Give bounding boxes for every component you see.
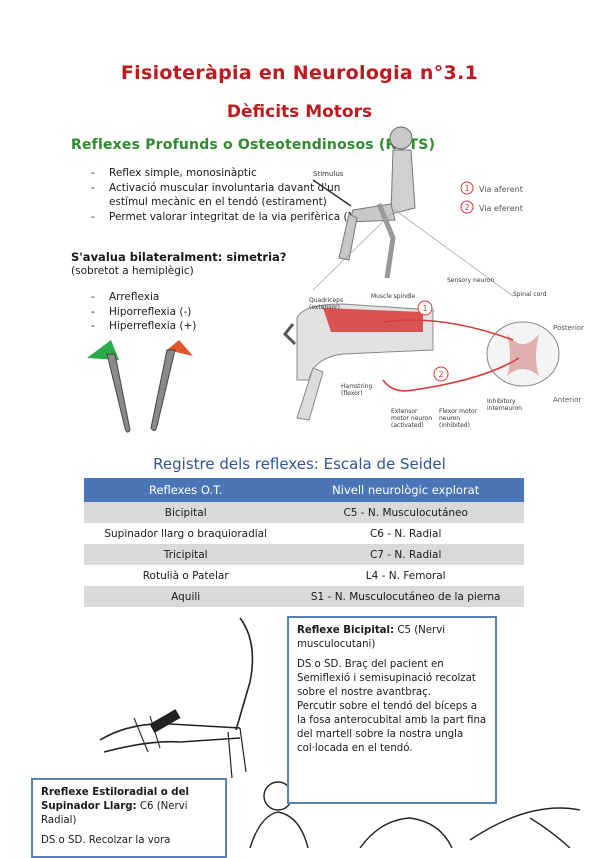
marker-2-text: 2 xyxy=(439,370,444,379)
legend-afferent: Via aferent xyxy=(479,185,523,194)
chair-frame xyxy=(376,203,396,279)
box-title: Reflexe Bicipital: xyxy=(297,625,395,636)
list-item: Hiperreflexia (+) xyxy=(91,319,291,334)
person-shin xyxy=(338,213,358,261)
table-row: Bicipital C5 - N. Musculocutáneo xyxy=(84,502,524,523)
box-paragraph: DS o SD. Braç del pacient en Semiflexió … xyxy=(297,659,476,698)
quadriceps-label: Quadriceps xyxy=(309,297,343,304)
table-header-row: Reflexes O.T. Nivell neurològic explorat xyxy=(84,478,524,502)
table-title: Registre dels reflexes: Escala de Seidel xyxy=(153,455,446,473)
table-cell: Tricipital xyxy=(84,544,288,565)
evaluation-question: S'avalua bilateralment: simetria? xyxy=(71,250,287,264)
legend-circle-2 xyxy=(460,200,474,214)
extensor-motor-label-wrap: Extensor motor neuron (activated) xyxy=(391,408,433,429)
person-torso xyxy=(390,149,416,215)
zoom-line xyxy=(394,209,514,297)
body-sketch xyxy=(227,727,247,779)
table-cell: C6 - N. Radial xyxy=(369,527,442,540)
bicipital-reflex-box: Reflexe Bicipital: C5 (Nervi musculocuta… xyxy=(287,616,497,804)
box-title: Rreflexe Estiloradial o del Supinador Ll… xyxy=(41,787,189,812)
table-row: Rotulià o Patelar L4 - N. Femoral xyxy=(84,565,524,586)
zoom-line xyxy=(312,209,396,291)
marker-2 xyxy=(433,366,449,382)
forearm-sketch-right xyxy=(469,807,581,841)
posterior-label: Posterior xyxy=(553,324,584,332)
bicipital-reflex-illustration xyxy=(99,617,254,779)
extensor-motor-label: Extensor motor neuron (activated) xyxy=(391,408,433,429)
table-cell: L4 - N. Femoral xyxy=(365,569,446,582)
seidel-table: Reflexes O.T. Nivell neurològic explorat… xyxy=(84,478,524,607)
inhibitory-label-wrap: Inhibitory interneuron xyxy=(487,398,522,412)
figure-arms-sketch xyxy=(359,817,453,848)
legend-circle-1 xyxy=(460,181,474,195)
table-cell: C5 - N. Musculocutáneo xyxy=(287,502,524,523)
flexor-motor-label-wrap: Flexor motor neuron (inhibited) xyxy=(439,408,478,429)
marker-1-text: 1 xyxy=(423,304,428,313)
table-row: Tricipital C7 - N. Radial xyxy=(84,544,524,565)
legend-num-1: 1 xyxy=(465,184,470,193)
afferent-pathway xyxy=(382,319,514,341)
table-cell: Aquili xyxy=(84,586,288,607)
reflex-grades-list: Arreflexia Hiporreflexia (-) Hiperreflex… xyxy=(91,290,291,334)
patient-arm-sketch xyxy=(235,617,254,731)
examiner-arm-sketch xyxy=(99,723,241,741)
muscle-spindle-label: Muscle spindle xyxy=(371,293,416,300)
figure-body-sketch xyxy=(249,811,309,848)
box-heading: Reflexe Bicipital: C5 (Nervi musculocuta… xyxy=(297,624,487,652)
box-title-rest: C6 (Nervi Radial) xyxy=(41,801,188,826)
hammer-sketch xyxy=(149,709,181,733)
table-row: Aquili S1 - N. Musculocutáneo de la pier… xyxy=(84,586,524,607)
box-paragraph: Percutir sobre el tendó del bíceps a la … xyxy=(297,701,487,754)
reflex-arc-diagram: Stimulus 1 Via aferent 2 Via eferent Qua… xyxy=(283,126,584,429)
stimulus-arrow xyxy=(312,179,352,207)
table-row: Supinador llarg o braquioradial C6 - N. … xyxy=(84,523,524,544)
lower-leg xyxy=(296,367,324,421)
quadriceps-sub-label: (extensor) xyxy=(309,304,340,311)
hamstring-label: Hamstring xyxy=(341,383,372,390)
green-hammer-handle xyxy=(106,353,131,433)
orange-hammer-head xyxy=(167,340,193,356)
hand-sketch-right xyxy=(529,817,571,848)
section-heading: Reflexes Profunds o Osteotendinosos (ROT… xyxy=(71,137,436,153)
gray-matter xyxy=(507,334,539,376)
evaluation-note: (sobretot a hemiplègic) xyxy=(71,265,194,277)
box-paragraph: DS o SD. Recolzar la vora xyxy=(41,835,171,846)
spinal-cord-label: Spinal cord xyxy=(513,291,547,298)
legend-num-2: 2 xyxy=(465,203,470,212)
orange-hammer-handle xyxy=(150,349,176,432)
hamstring-sub-label: (flexor) xyxy=(341,390,363,397)
page-subtitle: Dèficits Motors xyxy=(226,102,373,122)
box-title-rest: C5 (Nervi musculocutani) xyxy=(297,625,446,650)
stimulus-label: Stimulus xyxy=(313,170,344,178)
flexor-motor-label: Flexor motor neuron (inhibited) xyxy=(439,408,478,429)
bottom-illustrations xyxy=(249,781,581,848)
hammer-icon xyxy=(283,323,297,346)
legend-efferent: Via eferent xyxy=(479,204,523,213)
page-title: Fisioteràpia en Neurologia n°3.1 xyxy=(120,62,479,84)
table-cell: C7 - N. Radial xyxy=(287,544,524,565)
list-item: Arreflexia xyxy=(91,290,291,305)
list-item: Activació muscular involuntaria davant d… xyxy=(91,181,381,210)
quadriceps-muscle xyxy=(323,308,423,332)
bullet-list-main: Reflex simple, monosinàptic Activació mu… xyxy=(91,166,381,224)
efferent-pathway xyxy=(382,357,520,392)
inhibitory-label: Inhibitory interneuron xyxy=(487,398,522,412)
estiloradial-reflex-box: Rreflexe Estiloradial o del Supinador Ll… xyxy=(31,778,227,858)
sensory-neuron-label: Sensory neuron xyxy=(447,277,494,284)
reflex-hammers-illustration xyxy=(87,340,193,433)
table-header-cell: Nivell neurològic explorat xyxy=(287,478,524,502)
forearm-sketch xyxy=(103,737,241,753)
list-item: Hiporreflexia (-) xyxy=(91,305,291,320)
table-cell: Rotulià o Patelar xyxy=(142,569,229,582)
table-header-cell: Reflexes O.T. xyxy=(84,478,288,502)
table-cell: S1 - N. Musculocutáneo de la pierna xyxy=(287,586,524,607)
list-item: Permet valorar integritat de la via peri… xyxy=(91,210,381,225)
person-head xyxy=(389,126,413,150)
table-cell: Supinador llarg o braquioradial xyxy=(104,527,268,540)
list-item: Reflex simple, monosinàptic xyxy=(91,166,381,181)
marker-1 xyxy=(417,300,433,316)
anterior-label: Anterior xyxy=(553,396,581,404)
table-cell: Bicipital xyxy=(84,502,288,523)
box-heading: Rreflexe Estiloradial o del Supinador Ll… xyxy=(41,786,217,828)
